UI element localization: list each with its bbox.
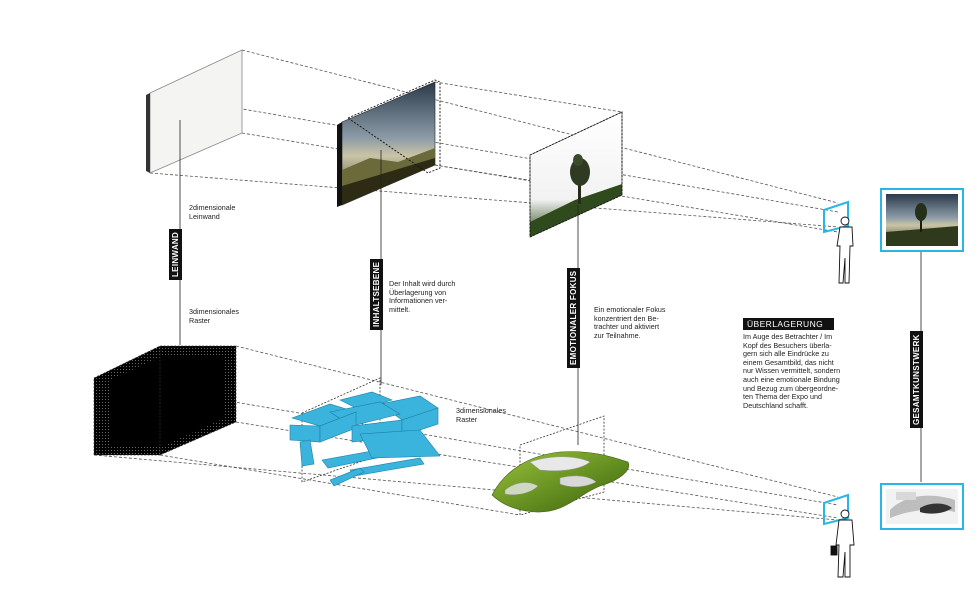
label-leinwand: LEINWAND	[169, 228, 182, 280]
landscape-painting	[337, 79, 441, 207]
note-leinwand-2d: 2dimensionale Leinwand	[189, 203, 236, 221]
viewer-upper	[823, 200, 854, 284]
label-emotionaler-fokus: EMOTIONALER FOKUS	[567, 267, 580, 368]
black-raster-cube	[93, 345, 237, 456]
blank-canvas	[146, 49, 243, 174]
viewer-lower	[823, 493, 855, 578]
blue-raster-model	[289, 377, 441, 487]
label-inhaltsebene: INHALTSEBENE	[370, 258, 383, 330]
ueberlagerung-text: Im Auge des Betrachter / Im Kopf des Bes…	[743, 332, 841, 410]
ueberlagerung-title: ÜBERLAGERUNG	[743, 318, 834, 330]
note-raster-left: 3dimensionales Raster	[189, 307, 239, 325]
tree-painting	[529, 111, 623, 238]
label-gesamtkunstwerk: GESAMTKUNSTWERK	[910, 331, 923, 428]
organic-green-model	[491, 415, 630, 516]
note-fokus: Ein emotionaler Fokus konzentriert den B…	[594, 305, 666, 340]
note-inhalt: Der Inhalt wird durch Überlagerung von I…	[389, 279, 456, 314]
thumbnail-painting	[880, 188, 964, 252]
perspective-lines-upper	[149, 49, 839, 233]
note-raster-mid: 3dimensionales Raster	[456, 406, 506, 424]
thumbnail-exhibition	[880, 483, 964, 530]
